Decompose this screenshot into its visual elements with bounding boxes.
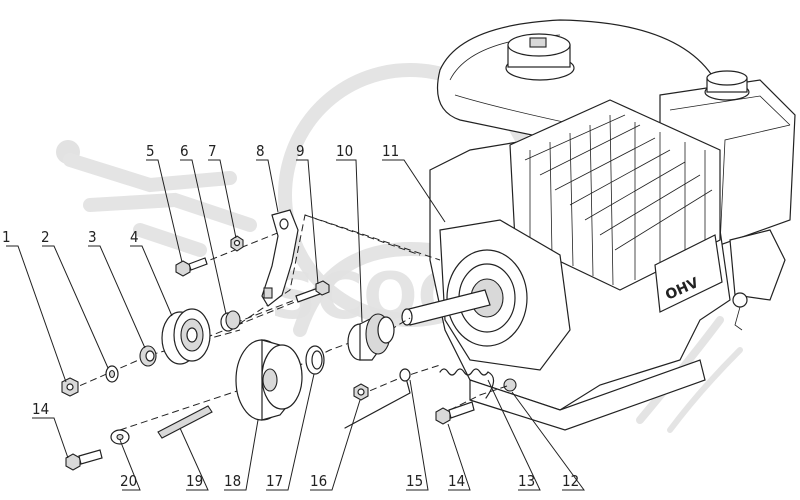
callout-labels: 1 2 3 4 5 6 7 8 9 10 11 14 20 19 18 17 1… (2, 142, 579, 490)
callout-2: 2 (41, 228, 50, 246)
part-7-nut (230, 235, 244, 252)
part-1-nut (61, 377, 79, 397)
part-4-idler-pulley (161, 308, 211, 365)
callout-17: 17 (266, 472, 283, 490)
part-9-bolt (295, 280, 330, 303)
part-8-bracket (261, 209, 299, 307)
callout-18: 18 (224, 472, 241, 490)
fuel-cap (505, 33, 575, 81)
callout-13: 13 (518, 472, 535, 490)
callout-8: 8 (256, 142, 265, 160)
muffler-guard (509, 99, 721, 291)
callout-leaders (6, 159, 585, 491)
callout-11: 11 (382, 142, 399, 160)
callout-7: 7 (208, 142, 217, 160)
callout-5: 5 (146, 142, 155, 160)
part-19-key (157, 405, 213, 439)
part-2-washer (105, 365, 119, 383)
callout-19: 19 (186, 472, 203, 490)
exploded-parts (61, 209, 495, 471)
part-20-washer (110, 429, 130, 445)
part-6-bushing (220, 310, 241, 332)
part-3-spacer (139, 345, 157, 367)
part-14-bolt-left (65, 449, 103, 471)
part-18-large-pulley (235, 339, 303, 421)
part-5-bolt (175, 257, 208, 277)
callout-3: 3 (88, 228, 97, 246)
callout-14-right: 14 (448, 472, 465, 490)
callout-14-left: 14 (32, 400, 49, 418)
callout-1: 1 (2, 228, 11, 246)
part-13-spring (439, 368, 495, 399)
part-14-bolt-right (435, 401, 475, 425)
callout-6: 6 (180, 142, 189, 160)
engine-assembly: OHV (401, 19, 796, 431)
callout-10: 10 (336, 142, 353, 160)
callout-9: 9 (296, 142, 305, 160)
part-10-drive-pulley (347, 313, 395, 361)
callout-15: 15 (406, 472, 423, 490)
callout-12: 12 (562, 472, 579, 490)
part-17-snap-ring (305, 345, 325, 375)
part-16-nut (353, 383, 369, 401)
air-cleaner (659, 70, 796, 246)
callout-4: 4 (130, 228, 139, 246)
callout-16: 16 (310, 472, 327, 490)
part-15-tension-rod (344, 368, 411, 429)
callout-20: 20 (120, 472, 137, 490)
